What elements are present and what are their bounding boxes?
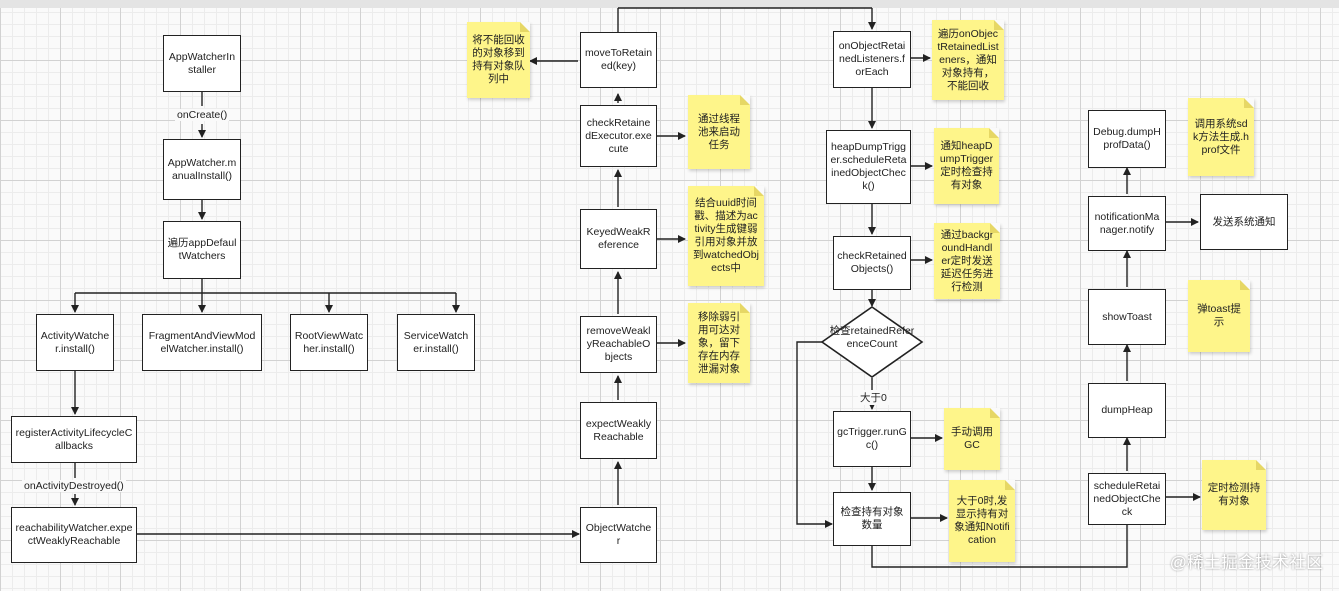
edge-diamond-loop: [796, 341, 833, 528]
executor-note: 通过线程池来启动任务: [688, 95, 750, 169]
remove-weakly-reachable-objects-node[interactable]: removeWeaklyReachableObjects: [580, 316, 657, 373]
check-retained-executor-execute-node[interactable]: checkRetainedExecutor.execute: [580, 105, 657, 167]
app-watcher-installer-node[interactable]: AppWatcherInstaller: [163, 35, 241, 92]
debug-dump-hprof-data-node[interactable]: Debug.dumpHprofData(): [1088, 110, 1166, 168]
top-scroll-edge: [0, 0, 1339, 8]
check-retained-objects-node[interactable]: checkRetainedObjects(): [833, 236, 911, 290]
root-view-watcher-install-node[interactable]: RootViewWatcher.install(): [290, 314, 368, 371]
hprof-note: 调用系统sdk方法生成.hprof文件: [1188, 98, 1254, 176]
fragment-view-model-watcher-install-node[interactable]: FragmentAndViewModelWatcher.install(): [142, 314, 262, 371]
on-object-retained-listeners-node[interactable]: onObjectRetainedListeners.forEach: [833, 31, 911, 88]
notification-note: 大于0时,发显示持有对象通知Notification: [949, 480, 1015, 562]
schedule-retained-object-check-node[interactable]: scheduleRetainedObjectCheck: [1088, 473, 1166, 525]
decision-diamond: [820, 306, 924, 378]
keyed-weak-reference-node[interactable]: KeyedWeakReference: [580, 209, 657, 269]
watermark: @稀土掘金技术社区: [1169, 553, 1323, 572]
gc-trigger-run-gc-node[interactable]: gcTrigger.runGc(): [833, 411, 911, 467]
greater-than-zero-label: 大于0: [858, 390, 889, 405]
activity-watcher-install-node[interactable]: ActivityWatcher.install(): [36, 314, 114, 371]
move-to-retained-node[interactable]: moveToRetained(key): [580, 32, 657, 88]
keyed-weak-reference-note: 结合uuid时间戳、描述为activity生成键弱引用对象并放到watchedO…: [688, 186, 764, 286]
service-watcher-install-node[interactable]: ServiceWatcher.install(): [397, 314, 475, 371]
listeners-note: 遍历onObjectRetainedListeners，通知对象持有，不能回收: [932, 20, 1004, 100]
app-watcher-manual-install-node[interactable]: AppWatcher.manualInstall(): [163, 139, 241, 200]
check-retained-reference-count-label: 检查retainedReferenceCount: [829, 325, 915, 350]
gc-note: 手动调用GC: [944, 408, 1000, 470]
show-toast-node[interactable]: showToast: [1088, 289, 1166, 345]
check-retained-object-count-node[interactable]: 检查持有对象数量: [833, 492, 911, 546]
dump-heap-node[interactable]: dumpHeap: [1088, 383, 1166, 438]
reachability-expect-weakly-reachable-node[interactable]: reachabilityWatcher.expectWeaklyReachabl…: [11, 507, 137, 563]
toast-note: 弹toast提示: [1188, 280, 1250, 352]
notification-manager-notify-node[interactable]: notificationManager.notify: [1088, 196, 1166, 251]
traverse-app-default-watchers-node[interactable]: 遍历appDefaultWatchers: [163, 221, 241, 279]
remove-weakly-note: 移除弱引用可达对象，留下存在内存泄漏对象: [688, 303, 750, 383]
heap-dump-trigger-note: 通知heapDumpTrigger定时检查持有对象: [934, 128, 999, 204]
register-activity-lifecycle-callbacks-node[interactable]: registerActivityLifecycleCallbacks: [11, 416, 137, 463]
check-retained-objects-note: 通过backgroundHandler定时发送延迟任务进行检测: [934, 223, 1000, 299]
send-system-notification-node[interactable]: 发送系统通知: [1200, 194, 1288, 250]
edge-count-to-schedule: [871, 525, 1128, 568]
on-activity-destroyed-label: onActivityDestroyed(): [22, 480, 126, 492]
heap-dump-trigger-schedule-node[interactable]: heapDumpTrigger.scheduleRetainedObjectCh…: [826, 130, 911, 204]
move-to-retained-note: 将不能回收的对象移到持有对象队列中: [467, 22, 530, 98]
schedule-check-note: 定时检测持有对象: [1202, 460, 1266, 530]
expect-weakly-reachable-node[interactable]: expectWeaklyReachable: [580, 402, 657, 459]
on-create-label: onCreate(): [175, 109, 230, 121]
object-watcher-node[interactable]: ObjectWatcher: [580, 507, 657, 563]
